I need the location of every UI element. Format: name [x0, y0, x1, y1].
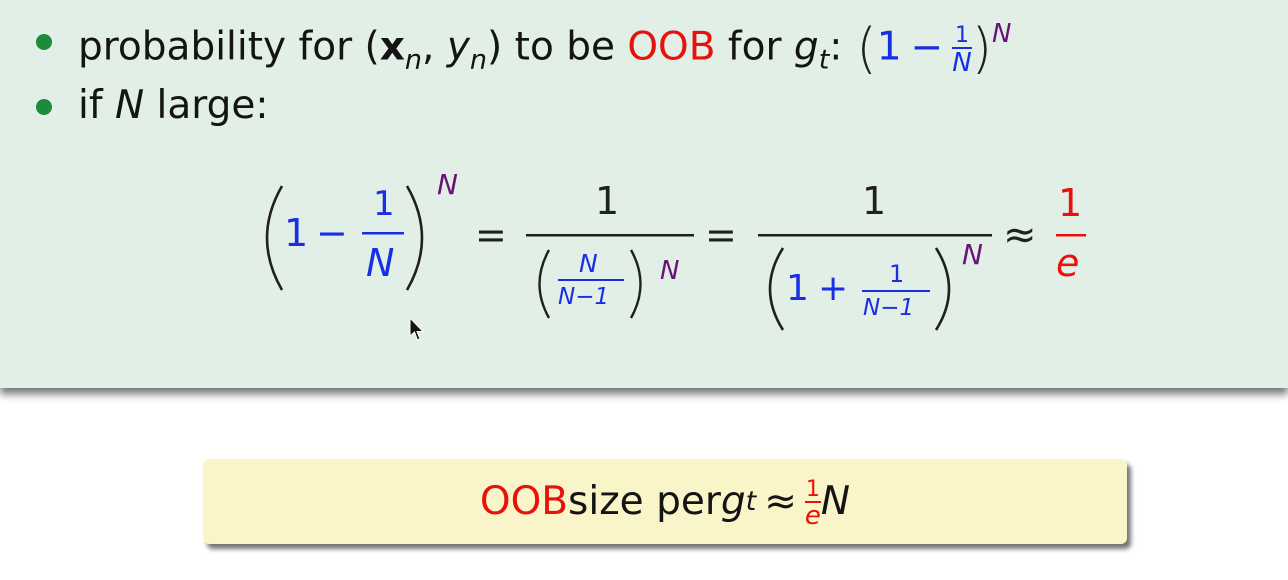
- equals-sign: =: [705, 213, 737, 257]
- term3-exponent: N: [962, 238, 983, 271]
- term3-numerator: 1: [862, 179, 886, 223]
- mouse-pointer-icon: [409, 317, 425, 341]
- oob-term: OOB: [627, 24, 716, 70]
- term2-exponent: N: [660, 256, 679, 286]
- right-paren: [405, 185, 424, 291]
- term3-fraction-bar: [758, 234, 992, 237]
- left-paren: [265, 185, 284, 291]
- result-fraction-bar: [1056, 234, 1086, 237]
- term2-left-paren: [538, 249, 551, 319]
- equals-sign: =: [475, 213, 507, 257]
- term2-right-paren: [629, 249, 642, 319]
- term3-one: 1: [786, 268, 809, 309]
- lhs-exponent: N: [437, 168, 458, 201]
- display-equation: 1 − 1 N N = 1 N N−1 N = 1 1 + 1 N−1 N ≈ …: [265, 168, 1086, 331]
- expr-one: 1: [876, 24, 902, 70]
- lhs-one: 1: [284, 211, 308, 255]
- term2-fraction-bar: [526, 234, 694, 237]
- lhs-minus: −: [316, 211, 348, 255]
- term3-inner-numerator: 1: [889, 260, 904, 288]
- term3-left-paren: [768, 247, 785, 331]
- oob-term: OOB: [479, 479, 569, 524]
- term2-inner-numerator: N: [579, 249, 598, 278]
- lhs-fraction-bar: [362, 232, 404, 235]
- lhs-fraction-numerator: 1: [373, 184, 395, 224]
- slide-block: probability for (xn, yn) to be OOB for g…: [0, 0, 1288, 388]
- result-denominator: e: [1056, 241, 1079, 285]
- bullet-dot-icon: [36, 34, 52, 50]
- bullet-text: if N large:: [78, 83, 269, 128]
- result-numerator: 1: [1058, 181, 1082, 225]
- approx-sign: ≈: [1003, 212, 1037, 258]
- term2-numerator: 1: [595, 179, 619, 223]
- term3-plus: +: [818, 268, 848, 309]
- lhs-fraction-denominator: N: [366, 241, 394, 285]
- term3-right-paren: [934, 247, 951, 331]
- bullet-text: probability for (xn, yn) to be OOB for g…: [78, 17, 1012, 81]
- term2-inner-bar: [558, 279, 624, 281]
- term3-inner-denominator: N−1: [863, 295, 914, 321]
- term3-inner-bar: [862, 290, 930, 292]
- bullet-dot-icon: [36, 99, 52, 115]
- term2-inner-denominator: N−1: [558, 284, 609, 310]
